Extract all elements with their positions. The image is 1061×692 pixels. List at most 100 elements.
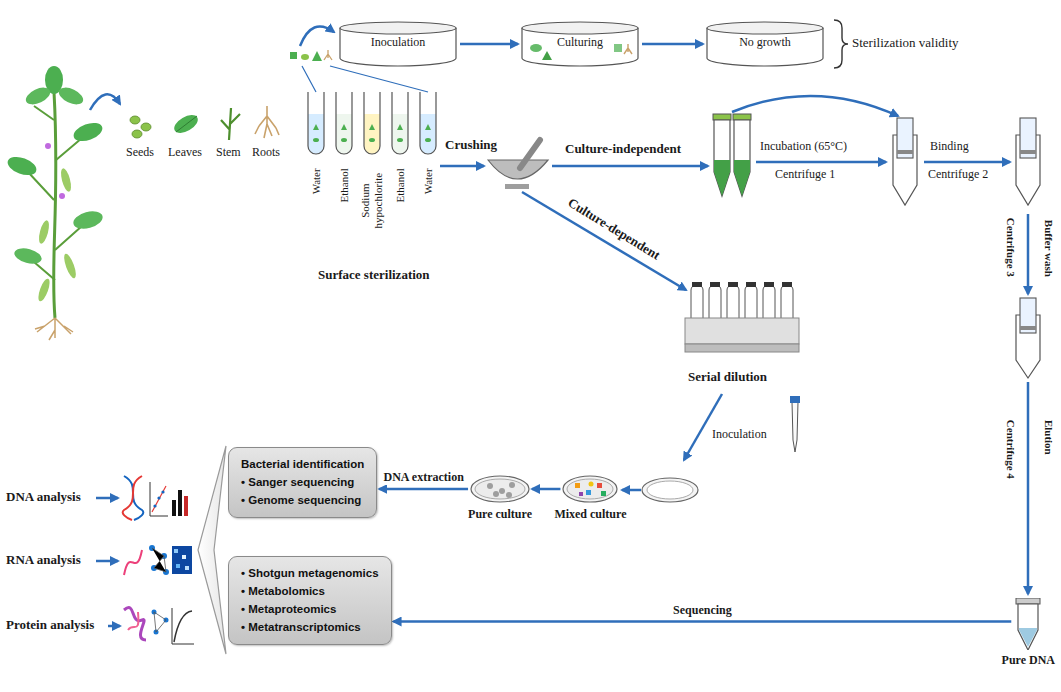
flow-arrow bbox=[684, 394, 722, 460]
pipette bbox=[792, 402, 798, 452]
tube-outline bbox=[1019, 628, 1037, 647]
petri-dish-outline bbox=[530, 44, 542, 52]
box-text: • Sanger sequencing bbox=[241, 473, 364, 491]
flow-arrow bbox=[924, 161, 1010, 164]
sample-icons bbox=[300, 26, 334, 46]
plant-organ-icons bbox=[255, 106, 279, 138]
sterilization-tubes bbox=[397, 138, 403, 142]
flow-connector bbox=[394, 620, 1012, 623]
petri-dish-outline bbox=[475, 479, 525, 499]
item-label: Mixed culture bbox=[554, 504, 627, 521]
tube-outline bbox=[1018, 604, 1038, 650]
petri-dish-outline bbox=[493, 491, 499, 497]
plant-organ-icons bbox=[176, 116, 197, 132]
step-label: RNA analysis bbox=[6, 553, 81, 568]
step-label: Binding bbox=[930, 140, 969, 154]
petri-dish-outline bbox=[506, 492, 512, 498]
petri-dish-outline bbox=[471, 476, 529, 502]
dna-icons bbox=[157, 496, 160, 499]
sterilization-tubes bbox=[341, 124, 347, 130]
sterilization-tubes bbox=[313, 138, 319, 142]
sterilization-tubes bbox=[336, 92, 352, 154]
petri-dish: Culturing bbox=[520, 20, 640, 68]
box-text: • Metatranscriptomics bbox=[241, 618, 379, 636]
soybean-plant bbox=[62, 252, 78, 279]
dish-label: No growth bbox=[705, 20, 825, 49]
dilution-rack bbox=[685, 282, 799, 352]
lysis-tubes bbox=[714, 120, 730, 196]
flow-arrow bbox=[96, 498, 120, 626]
sterilization-tubes bbox=[420, 114, 436, 154]
rotated-label: Centrifuge 4 bbox=[1004, 420, 1017, 479]
plant-organ-icons bbox=[171, 111, 201, 136]
soybean-plant bbox=[5, 66, 105, 340]
flow-connector bbox=[460, 43, 518, 46]
spin-column bbox=[1020, 298, 1036, 333]
sterilization-tubes bbox=[397, 124, 403, 130]
spin-column bbox=[897, 118, 913, 158]
sterilization-tubes bbox=[308, 114, 324, 154]
flow-arrow bbox=[96, 560, 118, 563]
rotated-label: Sodium hypochlorite bbox=[359, 168, 384, 232]
step-label: Culture-independent bbox=[565, 142, 681, 157]
lysis-tubes bbox=[713, 114, 751, 196]
petri-dish-outline bbox=[589, 482, 594, 487]
petri-dish-outline bbox=[567, 479, 613, 499]
sterilization-tubes bbox=[369, 138, 375, 142]
flow-arrow bbox=[732, 96, 898, 116]
sterilization-tubes bbox=[369, 124, 375, 130]
protein-icons bbox=[154, 612, 166, 632]
lysis-tubes bbox=[733, 114, 751, 120]
flow-arrow bbox=[622, 489, 641, 492]
connector-label: DNA extraction bbox=[383, 471, 465, 485]
petri-dish: Inoculation bbox=[338, 20, 458, 68]
soybean-plant bbox=[5, 153, 39, 178]
rna-icons bbox=[185, 566, 189, 570]
petri-dish-outline bbox=[579, 492, 583, 496]
rotated-label: Ethanol bbox=[394, 168, 407, 202]
petri-dish-outline bbox=[586, 490, 591, 495]
rna-icons bbox=[124, 550, 142, 575]
dilution-rack bbox=[692, 282, 702, 287]
soybean-plant bbox=[45, 143, 51, 149]
soybean-plant bbox=[71, 208, 104, 231]
flow-arrow bbox=[108, 625, 120, 628]
step-label: Protein analysis bbox=[6, 618, 94, 633]
protein-icons bbox=[172, 608, 194, 644]
spin-column bbox=[897, 150, 913, 154]
dish-label: Culturing bbox=[520, 20, 640, 49]
flow-connector bbox=[379, 488, 468, 491]
soybean-plant bbox=[13, 246, 44, 267]
dna-icons bbox=[172, 500, 176, 516]
mortar-and-pestle bbox=[520, 140, 540, 168]
petri-dish-outline bbox=[499, 488, 505, 494]
dilution-rack bbox=[685, 318, 799, 344]
step-label: Centrifuge 1 bbox=[775, 168, 835, 182]
petri-dish bbox=[642, 478, 698, 502]
flow-connector bbox=[532, 488, 560, 491]
rna-icons bbox=[182, 555, 186, 559]
dilution-rack bbox=[710, 282, 720, 287]
pipette bbox=[790, 396, 800, 403]
petri-dish-outline bbox=[563, 476, 617, 502]
step-label: DNA analysis bbox=[6, 490, 81, 505]
plant-organ-icons bbox=[141, 123, 151, 131]
sterilization-tubes bbox=[392, 92, 408, 154]
dna-icons bbox=[123, 476, 188, 520]
sterilization-tubes bbox=[313, 124, 319, 130]
bracket bbox=[834, 20, 848, 68]
plant-organ-icons bbox=[132, 130, 142, 138]
soybean-plant bbox=[59, 193, 65, 199]
plant-organ-icons bbox=[221, 108, 240, 140]
analysis-bracket bbox=[198, 446, 226, 654]
protein-icons bbox=[174, 611, 192, 642]
box-text: Bacterial identification bbox=[241, 455, 364, 473]
soybean-plant bbox=[35, 318, 73, 340]
sterilization-tubes bbox=[302, 66, 436, 154]
flow-arrow bbox=[90, 94, 120, 110]
sample-icons bbox=[301, 54, 309, 60]
tube-outline bbox=[1016, 598, 1040, 604]
